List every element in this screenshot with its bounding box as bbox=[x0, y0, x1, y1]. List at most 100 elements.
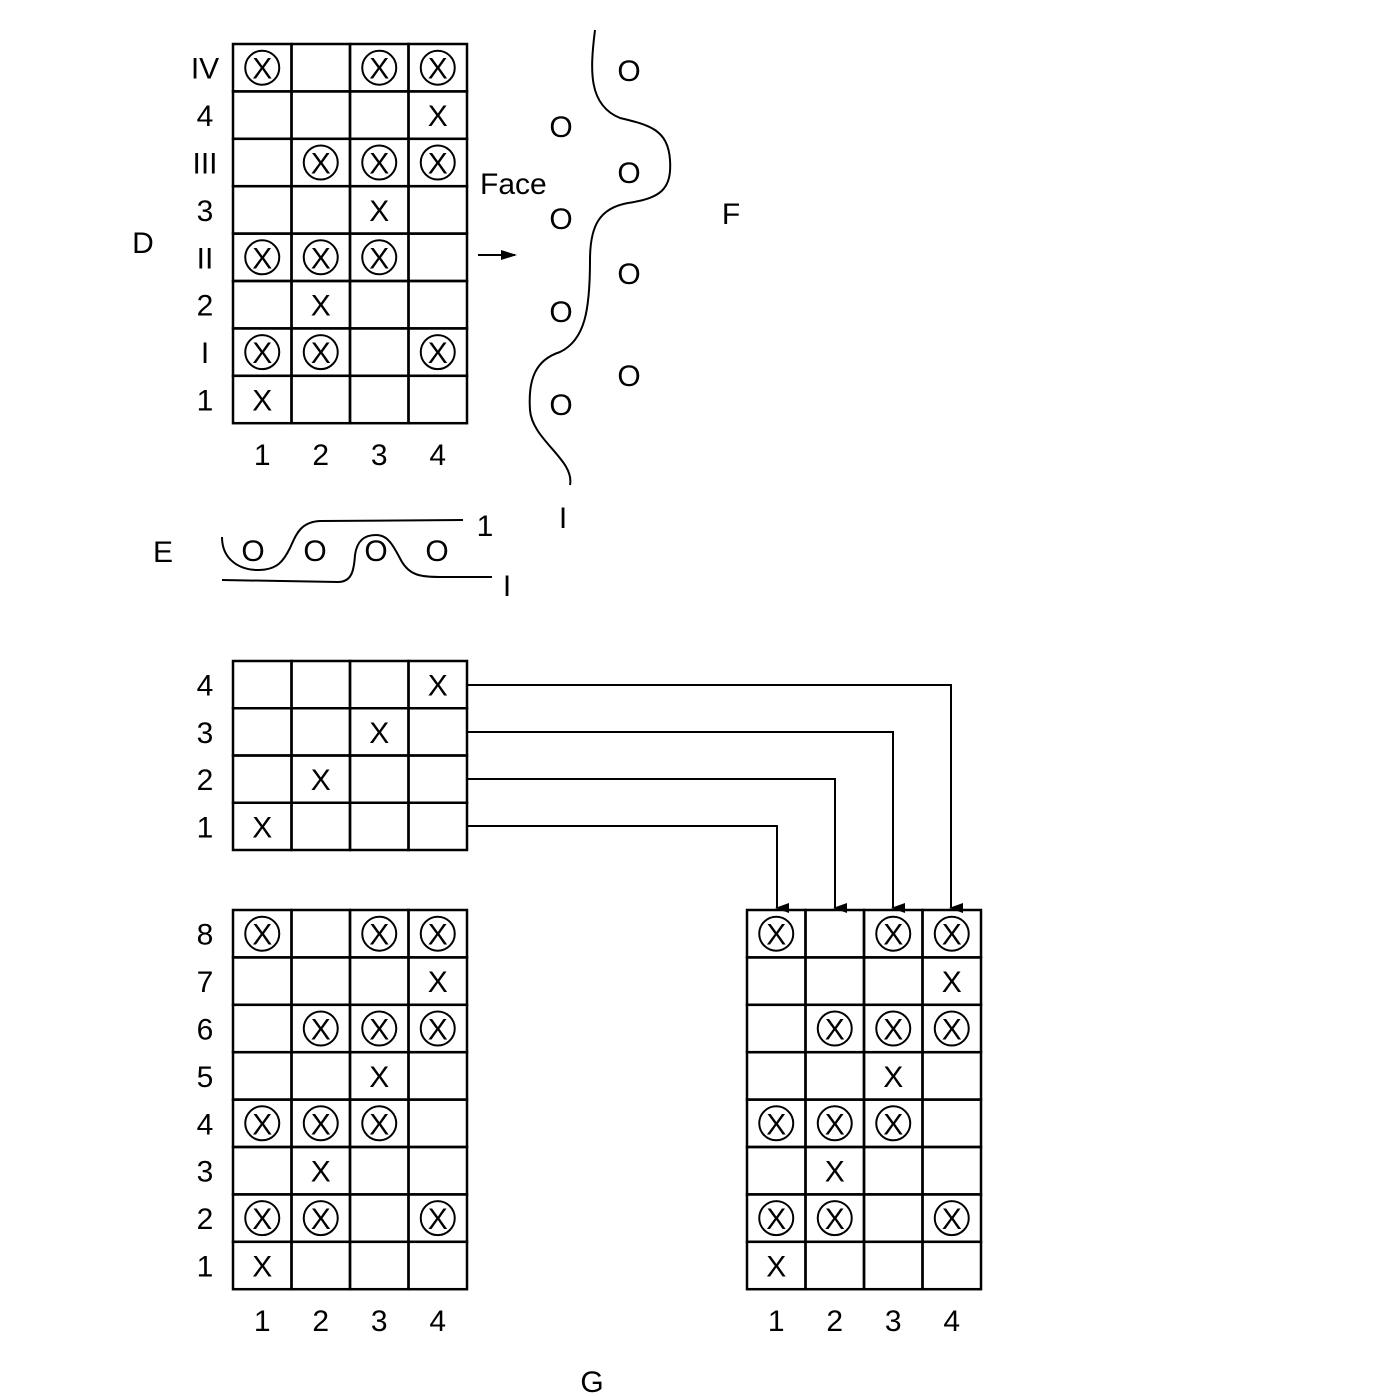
x-mark: X bbox=[369, 195, 389, 228]
grid-cell bbox=[407, 279, 469, 330]
row-label: 2 bbox=[197, 1203, 214, 1236]
circled-x-mark: X bbox=[369, 53, 389, 86]
circled-x-mark: X bbox=[311, 242, 331, 275]
circle-mark bbox=[816, 1200, 853, 1237]
grid-cell bbox=[290, 1050, 352, 1101]
grid-cell bbox=[231, 1003, 293, 1054]
grid-cell bbox=[745, 1003, 807, 1054]
grid-cell bbox=[348, 1145, 410, 1196]
column-label: 3 bbox=[371, 1305, 388, 1338]
circle-mark bbox=[361, 1010, 398, 1047]
x-mark: X bbox=[428, 966, 448, 999]
atom-o: O bbox=[617, 360, 640, 393]
column-label: 4 bbox=[943, 1305, 960, 1338]
connector-row-3 bbox=[467, 731, 905, 913]
circle-mark bbox=[302, 1010, 339, 1047]
circled-x-mark: X bbox=[252, 53, 272, 86]
grid-cell bbox=[862, 1145, 924, 1196]
column-label: 1 bbox=[768, 1305, 785, 1338]
circle-mark bbox=[419, 334, 456, 371]
x-mark: X bbox=[766, 1251, 786, 1284]
atom-o: O bbox=[617, 258, 640, 291]
column-label: 1 bbox=[254, 439, 271, 472]
grid-cell bbox=[745, 1050, 807, 1101]
atom-o: O bbox=[549, 203, 572, 236]
circled-x-mark: X bbox=[311, 148, 331, 181]
grid-cell bbox=[407, 1098, 469, 1149]
grid-cell bbox=[231, 754, 293, 804]
circled-x-mark: X bbox=[428, 337, 448, 370]
circled-x-mark: X bbox=[883, 1108, 903, 1141]
e-upper-line bbox=[221, 519, 464, 572]
circled-x-mark: X bbox=[825, 1203, 845, 1236]
circle-mark bbox=[302, 239, 339, 276]
grid-cell bbox=[407, 801, 469, 852]
atom-o: O bbox=[617, 157, 640, 190]
label-d: D bbox=[132, 227, 154, 260]
atom-o: O bbox=[303, 535, 326, 568]
row-label: II bbox=[197, 242, 214, 275]
row-label: 5 bbox=[197, 1061, 214, 1094]
x-mark: X bbox=[311, 764, 331, 797]
x-mark: X bbox=[369, 1061, 389, 1094]
grid-cell bbox=[348, 956, 410, 1007]
circled-x-mark: X bbox=[428, 919, 448, 952]
grid-cell bbox=[407, 1145, 469, 1196]
circled-x-mark: X bbox=[883, 919, 903, 952]
f-bottom-label: I bbox=[559, 502, 567, 535]
column-label: 1 bbox=[254, 1305, 271, 1338]
label-e: E bbox=[153, 536, 173, 569]
grid-cell bbox=[862, 1240, 924, 1291]
circled-x-mark: X bbox=[311, 1014, 331, 1047]
row-label: I bbox=[201, 337, 209, 370]
circle-mark bbox=[244, 1105, 281, 1142]
grid-cell bbox=[231, 1145, 293, 1196]
grid-cell bbox=[745, 956, 807, 1007]
circle-mark bbox=[244, 915, 281, 952]
circled-x-mark: X bbox=[825, 1014, 845, 1047]
grid-cell bbox=[290, 908, 352, 959]
circle-mark bbox=[302, 144, 339, 181]
atom-o: O bbox=[549, 296, 572, 329]
grid-cell bbox=[348, 1240, 410, 1291]
grid-cell bbox=[348, 754, 410, 804]
grid-cell bbox=[921, 1050, 983, 1101]
circled-x-mark: X bbox=[942, 919, 962, 952]
column-label: 4 bbox=[429, 439, 446, 472]
circled-x-mark: X bbox=[883, 1014, 903, 1047]
face-label: Face bbox=[480, 168, 547, 201]
circle-mark bbox=[302, 1200, 339, 1237]
circled-x-mark: X bbox=[825, 1108, 845, 1141]
circle-mark bbox=[933, 1010, 970, 1047]
connector-row-4 bbox=[467, 684, 963, 913]
x-mark: X bbox=[252, 811, 272, 844]
row-label: 3 bbox=[197, 1156, 214, 1189]
grid-cell bbox=[290, 184, 352, 235]
grid-cell bbox=[231, 956, 293, 1007]
column-label: 4 bbox=[429, 1305, 446, 1338]
e-label-one: 1 bbox=[477, 510, 494, 543]
atom-o: O bbox=[549, 111, 572, 144]
column-label: 2 bbox=[826, 1305, 843, 1338]
circled-x-mark: X bbox=[428, 1014, 448, 1047]
x-mark: X bbox=[311, 290, 331, 323]
circled-x-mark: X bbox=[311, 1203, 331, 1236]
circle-mark bbox=[419, 1200, 456, 1237]
grid-cell bbox=[407, 374, 469, 425]
circle-mark bbox=[816, 1010, 853, 1047]
circled-x-mark: X bbox=[428, 148, 448, 181]
atom-o: O bbox=[617, 55, 640, 88]
column-label: 2 bbox=[312, 439, 329, 472]
grid-cell bbox=[231, 137, 293, 188]
grid-cell bbox=[348, 659, 410, 710]
x-mark: X bbox=[428, 100, 448, 133]
circle-mark bbox=[816, 1105, 853, 1142]
x-mark: X bbox=[252, 385, 272, 418]
grid-cell bbox=[348, 327, 410, 378]
circle-mark bbox=[875, 1010, 912, 1047]
x-mark: X bbox=[428, 670, 448, 703]
atom-o: O bbox=[425, 535, 448, 568]
